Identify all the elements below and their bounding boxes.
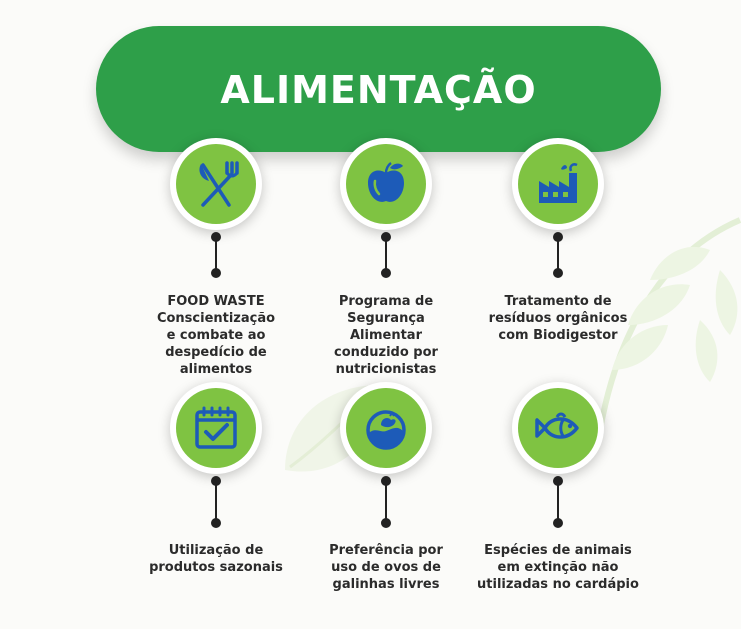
calendar-check-icon (195, 406, 237, 449)
title-banner: ALIMENTAÇÃO (96, 26, 661, 152)
factory-icon (539, 163, 578, 203)
fish-icon (535, 412, 579, 439)
icon-badge (170, 138, 262, 230)
item-caption: Espécies de animais em extinção não util… (477, 543, 639, 592)
item-caption: Programa de Segurança Alimentar conduzid… (334, 294, 438, 377)
item-caption: Preferência por uso de ovos de galinhas … (329, 543, 443, 592)
cutlery-icon (199, 161, 239, 207)
apple-icon (368, 161, 404, 202)
icon-badge (512, 138, 604, 230)
item-caption: Utilização de produtos sazonais (149, 543, 283, 575)
item-caption: Tratamento de resíduos orgânicos com Bio… (488, 294, 628, 343)
icon-badge (170, 382, 262, 474)
item-caption: FOOD WASTE Conscientização e combate ao … (156, 294, 276, 377)
icon-badge (512, 382, 604, 474)
egg-chicken-icon (366, 410, 406, 450)
icon-badge (340, 138, 432, 230)
page-title: ALIMENTAÇÃO (220, 68, 537, 112)
icon-badge (340, 382, 432, 474)
